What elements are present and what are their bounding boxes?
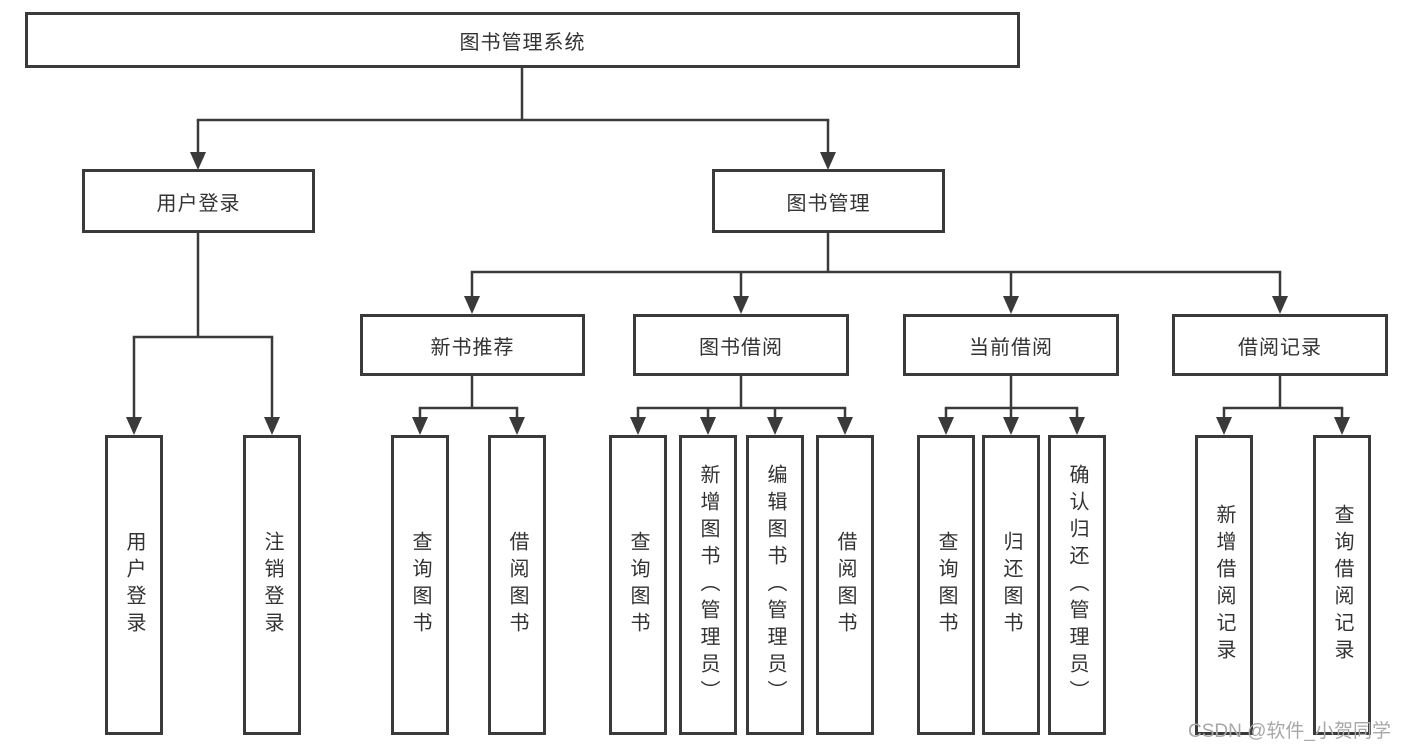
connectors-book-borrow-leaves <box>630 376 853 435</box>
connectors-root-to-level2 <box>190 68 836 170</box>
leaf-borrow-books-label: 借阅图书 <box>834 531 856 639</box>
node-root-label: 图书管理系统 <box>459 31 586 54</box>
leaf-query-books-borrow: 查询图书 <box>609 435 667 735</box>
leaf-logout-label: 注销登录 <box>261 531 283 639</box>
leaf-borrow-books: 借阅图书 <box>816 435 874 735</box>
leaf-query-books-recommend-label: 查询图书 <box>409 531 431 639</box>
node-current-borrow-label: 当前借阅 <box>969 336 1053 359</box>
leaf-add-books-admin: 新增图书（管理员） <box>679 435 737 735</box>
node-new-book-recommend-label: 新书推荐 <box>430 336 515 359</box>
connectors-current-borrow-leaves <box>938 376 1085 435</box>
connectors-book-management-level3 <box>464 233 1288 314</box>
leaf-logout: 注销登录 <box>243 435 301 735</box>
node-book-borrow: 图书借阅 <box>633 314 849 376</box>
leaf-query-books-current-label: 查询图书 <box>935 531 957 639</box>
leaf-return-books: 归还图书 <box>982 435 1040 735</box>
leaf-edit-books-admin: 编辑图书（管理员） <box>746 435 804 735</box>
leaf-query-books-borrow-label: 查询图书 <box>627 531 649 639</box>
leaf-user-login-label: 用户登录 <box>123 531 145 639</box>
leaf-add-borrow-record: 新增借阅记录 <box>1195 435 1253 735</box>
node-root: 图书管理系统 <box>25 12 1020 68</box>
leaf-query-books-recommend: 查询图书 <box>391 435 449 735</box>
connectors-new-book-recommend-leaves <box>412 376 525 435</box>
node-current-borrow: 当前借阅 <box>903 314 1119 376</box>
node-borrow-record: 借阅记录 <box>1172 314 1388 376</box>
leaf-borrow-books-recommend-label: 借阅图书 <box>506 531 528 639</box>
csdn-watermark: CSDN @软件_小贺同学 <box>1188 721 1391 742</box>
node-borrow-record-label: 借阅记录 <box>1238 336 1322 359</box>
node-user-login-label: 用户登录 <box>156 192 241 215</box>
leaf-query-borrow-record: 查询借阅记录 <box>1313 435 1371 735</box>
leaf-return-books-label: 归还图书 <box>1000 531 1022 639</box>
leaf-query-borrow-record-label: 查询借阅记录 <box>1331 504 1353 666</box>
connectors-user-login-leaves <box>126 233 280 435</box>
leaf-add-borrow-record-label: 新增借阅记录 <box>1213 504 1235 666</box>
leaf-add-books-admin-label: 新增图书（管理员） <box>697 463 719 707</box>
leaf-borrow-books-recommend: 借阅图书 <box>488 435 546 735</box>
node-book-management: 图书管理 <box>712 169 945 233</box>
node-book-management-label: 图书管理 <box>786 192 871 215</box>
leaf-confirm-return-admin-label: 确认归还（管理员） <box>1066 463 1088 707</box>
node-new-book-recommend: 新书推荐 <box>360 314 585 376</box>
node-user-login: 用户登录 <box>82 169 315 233</box>
leaf-query-books-current: 查询图书 <box>917 435 975 735</box>
leaf-edit-books-admin-label: 编辑图书（管理员） <box>764 463 786 707</box>
node-book-borrow-label: 图书借阅 <box>699 336 783 359</box>
connectors-borrow-record-leaves <box>1216 376 1350 435</box>
leaf-user-login: 用户登录 <box>105 435 163 735</box>
leaf-confirm-return-admin: 确认归还（管理员） <box>1048 435 1106 735</box>
